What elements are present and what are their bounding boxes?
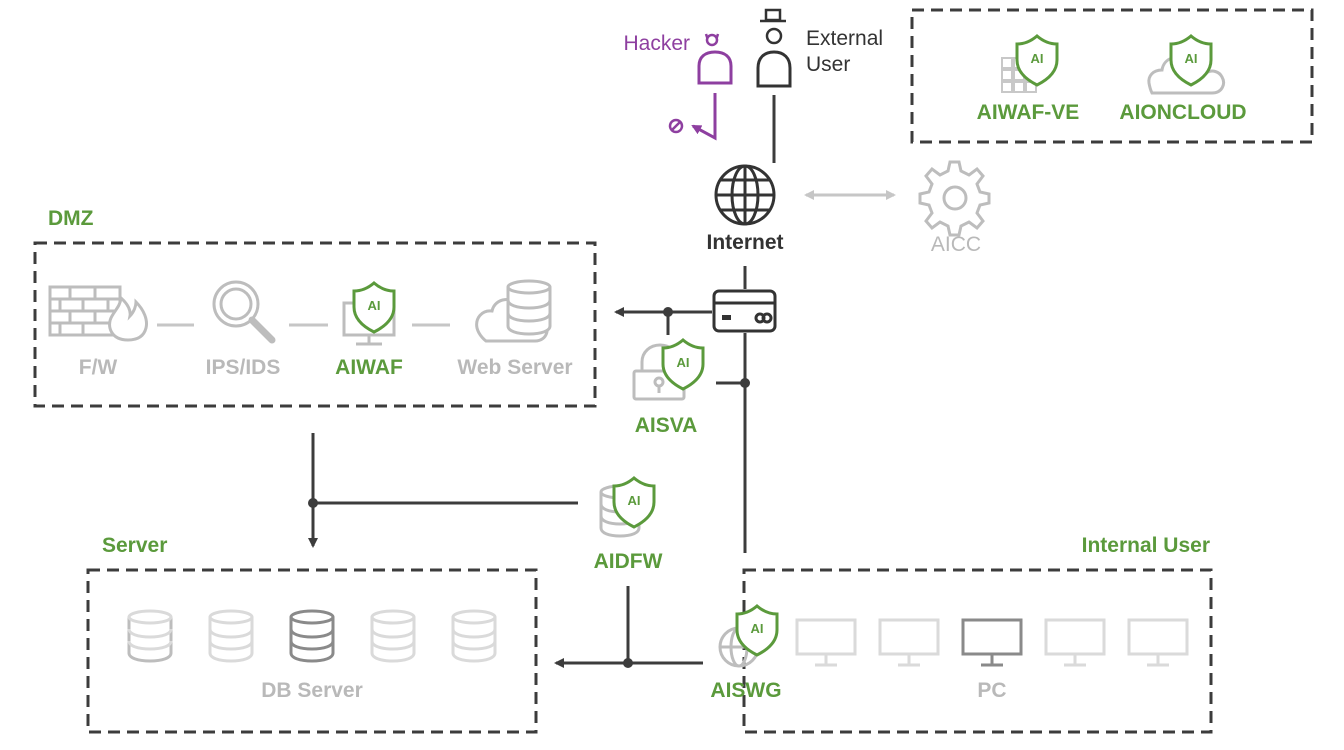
ai-shield-icon <box>352 281 396 334</box>
web-server-label: Web Server <box>457 356 572 379</box>
external-user-label-line1: External <box>806 27 883 50</box>
junction-dot <box>663 307 673 317</box>
globe-icon <box>714 164 776 226</box>
database-icon <box>370 609 416 663</box>
ai-shield-icon <box>661 338 705 391</box>
monitor-icon <box>795 618 857 667</box>
aiwaf-ve-icon <box>1001 34 1059 93</box>
web-server-icon <box>475 279 552 343</box>
internal-user-group-box <box>742 568 1213 734</box>
junction-dot <box>623 658 633 668</box>
dmz-title: DMZ <box>48 207 94 230</box>
switch-card-icon <box>712 289 777 333</box>
db-server-label: DB Server <box>261 679 363 702</box>
aidfw-db-icon <box>599 476 656 538</box>
aioncloud-icon <box>1147 34 1226 95</box>
internet-label: Internet <box>706 231 783 254</box>
monitor-icon <box>878 618 940 667</box>
monitor-icon <box>961 618 1023 667</box>
gear-icon <box>918 160 991 237</box>
pc-label: PC <box>977 679 1006 702</box>
aioncloud-label: AIONCLOUD <box>1119 101 1246 124</box>
external-user-label-line2: User <box>806 53 850 76</box>
db-server-icons <box>127 609 497 663</box>
server-group-box <box>86 568 538 734</box>
magnifier-icon <box>212 280 276 344</box>
aicc-label: AICC <box>931 233 981 256</box>
firewall-icon <box>48 285 148 342</box>
database-icon <box>208 609 254 663</box>
database-icon <box>289 609 335 663</box>
database-icon <box>451 609 497 663</box>
blocked-attack-path <box>668 93 717 141</box>
monitor-icon <box>1044 618 1106 667</box>
aisva-lock-icon <box>632 338 705 401</box>
hacker-label: Hacker <box>623 32 690 55</box>
ai-shield-icon <box>1169 34 1213 87</box>
junction-dot <box>740 378 750 388</box>
cloud-group-box <box>910 8 1314 144</box>
ips-ids-label: IPS/IDS <box>206 356 281 379</box>
aiswg-globe-icon <box>718 604 779 668</box>
blocked-icon <box>668 118 684 134</box>
aisva-label: AISVA <box>635 414 698 437</box>
hacker-icon <box>697 33 733 85</box>
database-icon <box>127 609 173 663</box>
aidfw-label: AIDFW <box>594 550 663 573</box>
server-title: Server <box>102 534 167 557</box>
monitor-icon <box>1127 618 1189 667</box>
junction-dot <box>308 498 318 508</box>
aiwaf-label: AIWAF <box>335 356 403 379</box>
aiwaf-ve-label: AIWAF-VE <box>977 101 1080 124</box>
aiswg-label: AISWG <box>710 679 781 702</box>
external-user-icon <box>756 8 792 88</box>
fw-label: F/W <box>79 356 118 379</box>
aiwaf-icon <box>342 281 396 346</box>
pc-icons <box>795 618 1189 667</box>
internal-user-title: Internal User <box>1082 534 1210 557</box>
